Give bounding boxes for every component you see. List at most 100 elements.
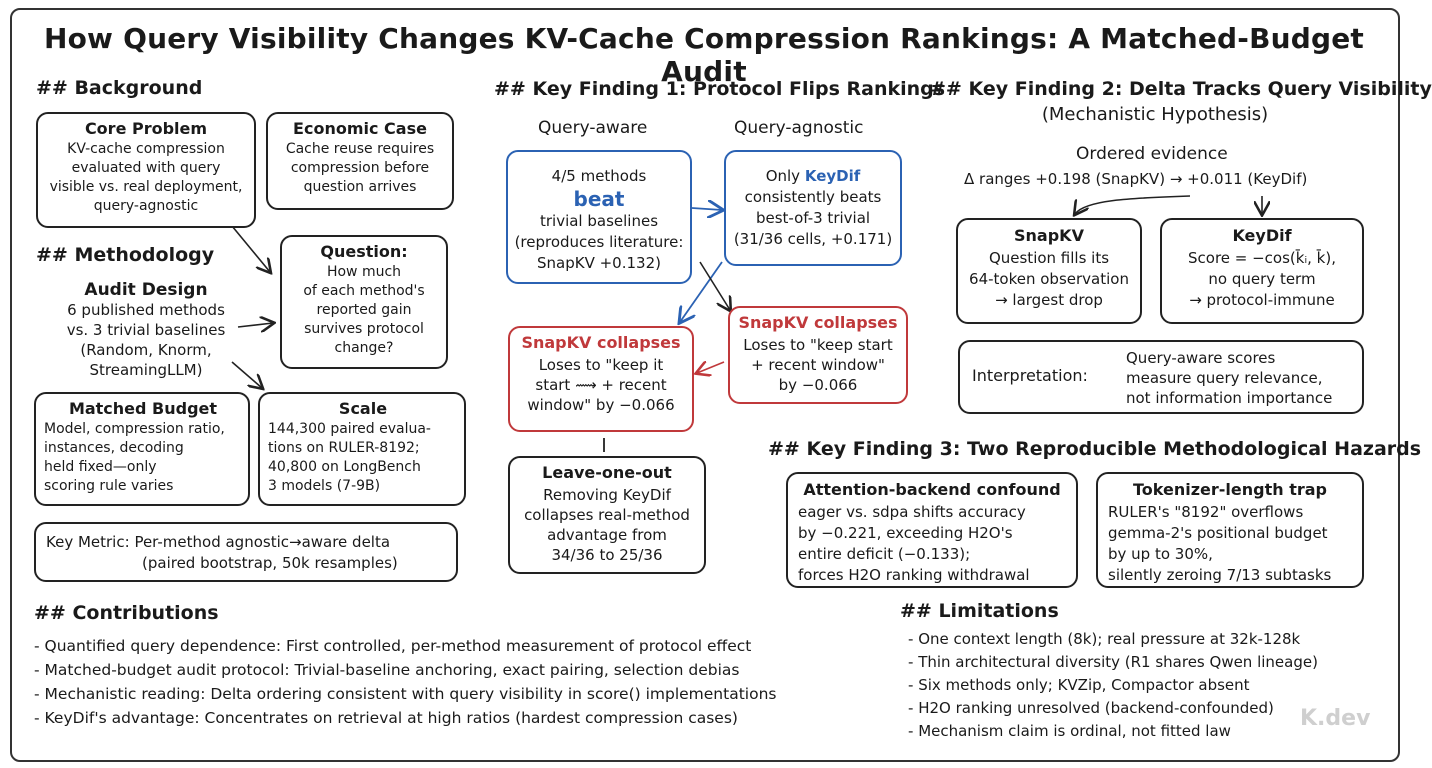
- leave-one-out-line: 34/36 to 25/36: [551, 546, 663, 564]
- key-metric-line-2: (paired bootstrap, 50k resamples): [142, 554, 398, 572]
- arrow-audit-to-scale: [231, 361, 262, 388]
- tokenizer-trap-line: RULER's "8192" overflows: [1108, 503, 1304, 521]
- contribution-item: Matched-budget audit protocol: Trivial-b…: [34, 658, 776, 682]
- interpretation-line: Query-aware scores: [1126, 349, 1276, 367]
- matched-budget-line: scoring rule varies: [44, 478, 174, 494]
- limitation-item: One context length (8k); real pressure a…: [908, 628, 1318, 651]
- core-problem-line: KV-cache compression: [67, 141, 225, 157]
- scale-line: 144,300 paired evalua-: [268, 421, 431, 437]
- scale-line: 40,800 on LongBench: [268, 459, 421, 475]
- snapkv-mechanism-line: 64-token observation: [969, 270, 1129, 288]
- key-metric-row-1: Key Metric: Per-method agnostic→aware de…: [46, 532, 446, 553]
- arrow-audit-to-question: [237, 323, 273, 327]
- query-aware-box: 4/5 methods beat trivial baselines (repr…: [506, 150, 692, 284]
- aware-line: trivial baselines: [539, 212, 659, 230]
- heading-limitations: ## Limitations: [900, 600, 1059, 622]
- matched-budget-box: Matched Budget Model, compression ratio,…: [34, 392, 250, 506]
- snapkv-collapse-left-box: SnapKV collapses Loses to "keep it start…: [508, 326, 694, 432]
- arrow-agnostic-to-collapse-left: [680, 261, 723, 322]
- label-query-agnostic: Query-agnostic: [734, 118, 864, 138]
- heading-finding-1: ## Key Finding 1: Protocol Flips Ranking…: [494, 78, 946, 100]
- collapse-left-line: Loses to "keep it: [538, 356, 664, 374]
- audit-design-title: Audit Design: [84, 280, 208, 300]
- question-line: of each method's: [303, 283, 425, 299]
- snapkv-mechanism-box: SnapKV Question fills its 64-token obser…: [956, 218, 1142, 324]
- aware-line: SnapKV +0.132): [537, 254, 661, 272]
- keydif-mechanism-line: no query term: [1208, 270, 1316, 288]
- agnostic-emph-keydif: KeyDif: [804, 167, 861, 185]
- core-problem-line: visible vs. real deployment,: [49, 179, 243, 195]
- leave-one-out-line: collapses real-method: [524, 506, 690, 524]
- audit-design-line: StreamingLLM): [89, 361, 203, 379]
- limitations-list: One context length (8k); real pressure a…: [908, 628, 1318, 743]
- attention-confound-title: Attention-backend confound: [803, 480, 1061, 499]
- limitation-item: H2O ranking unresolved (backend-confound…: [908, 697, 1318, 720]
- matched-budget-line: held fixed—only: [44, 459, 157, 475]
- collapse-right-line: + recent window": [751, 356, 885, 374]
- matched-budget-line: Model, compression ratio,: [44, 421, 225, 437]
- scale-box: Scale 144,300 paired evalua- tions on RU…: [258, 392, 466, 506]
- limitation-item: Six methods only; KVZip, Compactor absen…: [908, 674, 1318, 697]
- aware-emph-beat: beat: [573, 187, 625, 211]
- leave-one-out-line: Removing KeyDif: [543, 486, 671, 504]
- interpretation-line: measure query relevance,: [1126, 369, 1323, 387]
- economic-case-box: Economic Case Cache reuse requires compr…: [266, 112, 454, 210]
- tokenizer-trap-title: Tokenizer-length trap: [1133, 480, 1327, 499]
- attention-confound-box: Attention-backend confound eager vs. sdp…: [786, 472, 1078, 588]
- agnostic-line: best-of-3 trivial: [755, 209, 871, 227]
- limitation-item: Mechanism claim is ordinal, not fitted l…: [908, 720, 1318, 743]
- interpretation-line: not information importance: [1126, 389, 1333, 407]
- attention-confound-line: forces H2O ranking withdrawal: [798, 566, 1030, 584]
- core-problem-line: query-agnostic: [93, 198, 199, 214]
- core-problem-line: evaluated with query: [71, 160, 221, 176]
- collapse-right-line: by −0.066: [778, 376, 858, 394]
- heading-finding-2-sub: (Mechanistic Hypothesis): [1041, 104, 1269, 125]
- snapkv-mechanism-line: Question fills its: [988, 249, 1110, 267]
- contribution-item: Mechanistic reading: Delta ordering cons…: [34, 682, 777, 706]
- heading-contributions: ## Contributions: [34, 602, 219, 624]
- audit-design-line: 6 published methods: [67, 301, 225, 319]
- collapse-left-line: start ⟿ + recent: [535, 376, 667, 394]
- agnostic-line-1: Only KeyDif: [732, 166, 894, 187]
- agnostic-line: (31/36 cells, +0.171): [733, 230, 893, 248]
- snapkv-mechanism-title: SnapKV: [1014, 226, 1084, 245]
- scale-line: 3 models (7-9B): [268, 478, 381, 494]
- contribution-item: KeyDif's advantage: Concentrates on retr…: [34, 706, 776, 730]
- economic-case-title: Economic Case: [293, 119, 427, 138]
- snapkv-collapse-right-box: SnapKV collapses Loses to "keep start + …: [728, 306, 908, 404]
- agnostic-line: consistently beats: [744, 188, 882, 206]
- collapse-right-title: SnapKV collapses: [738, 313, 898, 332]
- keydif-mechanism-title: KeyDif: [1232, 226, 1292, 245]
- query-agnostic-box: Only KeyDif consistently beats best-of-3…: [724, 150, 902, 266]
- economic-case-line: compression before: [290, 160, 430, 176]
- collapse-right-line: Loses to "keep start: [743, 336, 893, 354]
- audit-design-line: (Random, Knorm,: [80, 341, 212, 359]
- scale-line: tions on RULER-8192;: [268, 440, 420, 456]
- collapse-left-title: SnapKV collapses: [521, 333, 681, 352]
- interpretation-label: Interpretation:: [972, 366, 1088, 385]
- question-box: Question: How much of each method's repo…: [280, 235, 448, 369]
- core-problem-box: Core Problem KV-cache compression evalua…: [36, 112, 256, 228]
- arrow-delta-to-snapkv: [1075, 195, 1191, 214]
- keydif-mechanism-line: Score = −cos(k̄ᵢ, k̄),: [1188, 249, 1336, 267]
- arrow-core-to-question: [231, 225, 270, 272]
- tokenizer-trap-line: by up to 30%,: [1108, 545, 1213, 563]
- attention-confound-line: eager vs. sdpa shifts accuracy: [798, 503, 1026, 521]
- core-problem-title: Core Problem: [84, 119, 208, 138]
- tokenizer-trap-line: silently zeroing 7/13 subtasks: [1108, 566, 1332, 584]
- keydif-mechanism-box: KeyDif Score = −cos(k̄ᵢ, k̄), no query t…: [1160, 218, 1364, 324]
- agnostic-prefix: Only: [765, 167, 805, 185]
- aware-line-1: 4/5 methods: [551, 167, 647, 185]
- ordered-evidence-label: Ordered evidence: [1076, 144, 1228, 164]
- leave-one-out-box: Leave-one-out Removing KeyDif collapses …: [508, 456, 706, 574]
- interpretation-text: Query-aware scores measure query relevan…: [1126, 348, 1332, 408]
- question-line: reported gain: [316, 302, 412, 318]
- tokenizer-trap-line: gemma-2's positional budget: [1108, 524, 1328, 542]
- heading-finding-2: ## Key Finding 2: Delta Tracks Query Vis…: [930, 78, 1432, 100]
- collapse-left-line: window" by −0.066: [527, 396, 675, 414]
- arrow-agnostic-to-collapse-right: [699, 261, 730, 310]
- economic-case-line: question arrives: [303, 179, 417, 195]
- contributions-list: Quantified query dependence: First contr…: [34, 634, 777, 730]
- leave-one-out-title: Leave-one-out: [542, 463, 672, 482]
- scale-title: Scale: [338, 399, 388, 418]
